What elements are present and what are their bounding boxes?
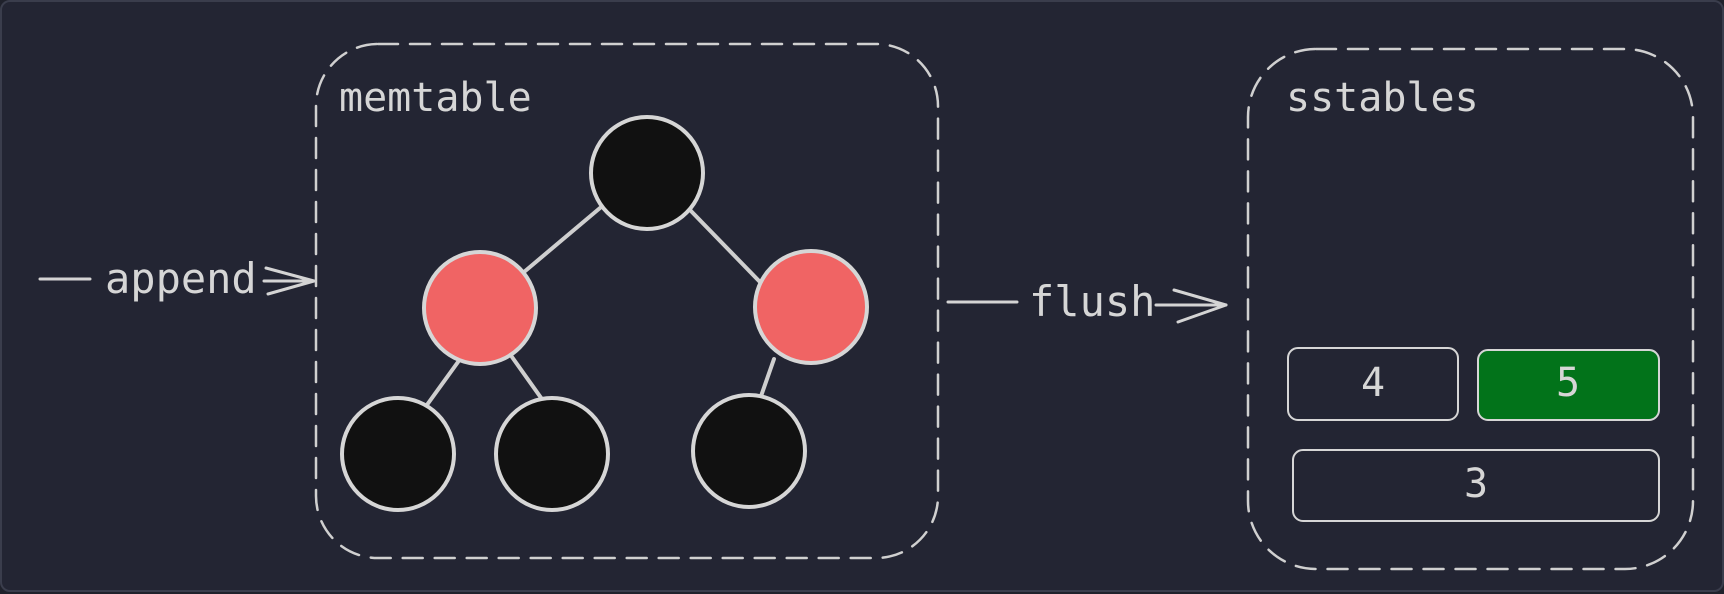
sstable-3: 3 [1292,449,1660,522]
append-arrow-head [264,266,316,296]
sstable-4-label: 4 [1361,360,1385,406]
tree-node-left-left [340,396,456,512]
append-arrow: append [38,254,316,303]
sstables-title: sstables [1286,75,1479,121]
sstable-5-rect [1477,349,1660,421]
tree-node-right [753,249,869,365]
sstable-3-label: 3 [1464,461,1488,507]
sstable-3-rect [1292,449,1660,522]
sstable-4-rect [1287,347,1459,421]
tree-node-left [422,250,538,366]
tree-edge-left-leftright [510,355,546,404]
flush-label: flush [1029,277,1155,326]
memtable-box: memtable [314,42,940,560]
sstables-border [1246,47,1695,571]
memtable-border [314,42,940,560]
sstable-5-label: 5 [1556,360,1580,406]
tree-node-right-left [691,393,807,509]
tree-edge-root-left [522,206,602,274]
tree-node-root [589,115,705,231]
tree-edge-left-leftleft [422,360,460,411]
flush-arrow-head [1172,288,1228,324]
sstable-5: 5 [1477,349,1660,421]
tree-edge-right-rightleft [758,357,776,401]
sstable-4: 4 [1287,347,1459,421]
tree-node-left-right [494,396,610,512]
tree-edge-root-right [688,208,762,284]
flush-arrow: flush [946,277,1228,326]
sstables-box: sstables 4 5 3 [1246,47,1695,571]
append-label: append [105,254,257,303]
memtable-title: memtable [339,75,532,121]
